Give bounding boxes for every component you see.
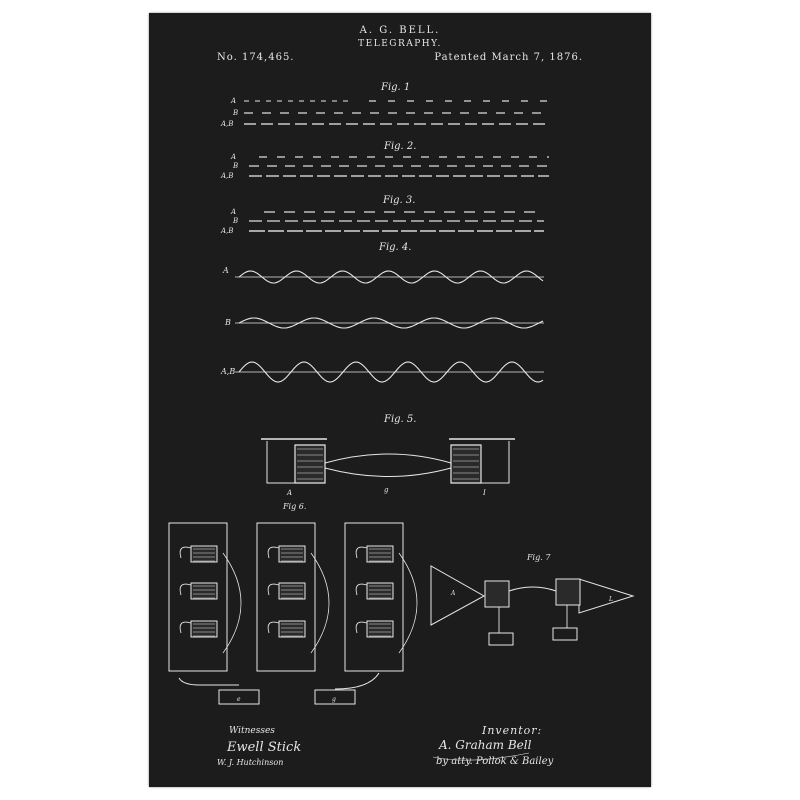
witnesses-label: Witnesses <box>229 726 275 736</box>
fig-4-label: Fig. 4. <box>379 242 412 253</box>
svg-text:A,B: A,B <box>220 172 233 180</box>
inventor-label: Inventor: <box>482 724 543 737</box>
svg-text:A: A <box>230 97 236 105</box>
svg-text:B: B <box>232 217 238 225</box>
patent-date: Patented March 7, 1876. <box>434 52 583 63</box>
fig-3-drawing: AB A,B <box>220 208 544 235</box>
inventor-signature: A. Graham Bell <box>439 738 532 752</box>
svg-text:A: A <box>230 208 236 216</box>
fig-2-drawing: AB A,B <box>220 153 549 180</box>
attorney-signature: by atty. Pollok & Bailey <box>436 756 554 767</box>
fig-7-label: Fig. 7 <box>527 553 551 562</box>
fig-4-drawing: A B A,B <box>220 266 544 382</box>
svg-text:B: B <box>232 162 238 170</box>
svg-text:A,B: A,B <box>220 227 233 235</box>
svg-text:A: A <box>286 489 292 497</box>
svg-text:g: g <box>384 486 389 494</box>
patent-poster: A. G. BELL. TELEGRAPHY. No. 174,465. Pat… <box>149 13 651 787</box>
witness-signature-1: Ewell Stick <box>227 740 302 755</box>
svg-text:A: A <box>222 266 229 275</box>
svg-text:L: L <box>608 596 613 603</box>
fig-3-label: Fig. 3. <box>383 195 416 206</box>
fig-1-label: Fig. 1 <box>381 82 411 93</box>
svg-text:B: B <box>232 109 238 117</box>
svg-text:A: A <box>230 153 236 161</box>
witness-signature-2: W. J. Hutchinson <box>217 758 284 767</box>
fig-7-drawing: AL <box>431 566 633 760</box>
svg-text:B: B <box>224 318 231 327</box>
svg-text:A,B: A,B <box>220 120 233 128</box>
svg-text:g: g <box>332 696 336 703</box>
fig-2-label: Fig. 2. <box>384 141 417 152</box>
svg-text:A,B: A,B <box>220 367 235 376</box>
patent-title: A. G. BELL. <box>359 25 441 36</box>
fig-5-label: Fig. 5. <box>384 414 417 425</box>
patent-number: No. 174,465. <box>217 52 295 63</box>
fig-6-label: Fig 6. <box>283 502 307 511</box>
svg-text:e: e <box>237 696 241 703</box>
svg-text:A: A <box>450 590 456 597</box>
fig-1-drawing: AB A,B <box>220 97 547 128</box>
svg-text:I: I <box>482 489 486 497</box>
patent-subtitle: TELEGRAPHY. <box>358 39 442 49</box>
